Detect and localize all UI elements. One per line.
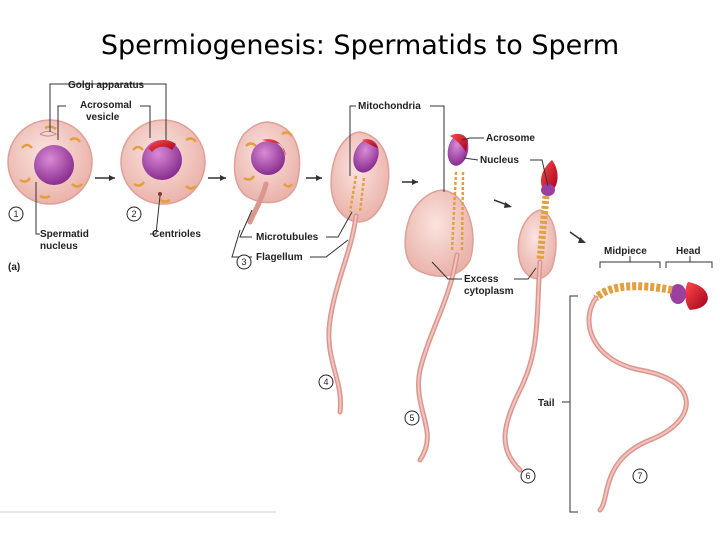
label-nucleus: Nucleus bbox=[480, 155, 519, 166]
stage-6-spermatid bbox=[502, 160, 558, 473]
stage-7-sperm bbox=[586, 282, 708, 513]
panel-label: (a) bbox=[8, 262, 20, 273]
excess-cytoplasm-leader bbox=[431, 261, 537, 280]
step-marker-6: 6 bbox=[520, 468, 536, 484]
arrow-3-4-head bbox=[316, 175, 322, 181]
stage-1-spermatid bbox=[7, 119, 93, 205]
stage-3-spermatid bbox=[233, 121, 301, 225]
page-title: Spermiogenesis: Spermatids to Sperm bbox=[100, 30, 620, 61]
label-acrosome: Acrosome bbox=[486, 133, 535, 144]
spermatid-nucleus-leader bbox=[35, 182, 40, 235]
centrioles-leader bbox=[150, 195, 161, 235]
step-number-2: 2 bbox=[131, 209, 136, 219]
golgi-leader bbox=[49, 83, 167, 140]
arrow-5-6-head bbox=[504, 202, 512, 208]
tail-bracket bbox=[562, 295, 578, 513]
nucleus-leader bbox=[463, 157, 549, 187]
arrow-4-5-head bbox=[412, 179, 418, 185]
step-number-6: 6 bbox=[525, 471, 530, 481]
stage-4-spermatid bbox=[326, 131, 390, 415]
label-acrosomal-1: Acrosomal bbox=[80, 100, 132, 111]
arrow-6-7-head bbox=[578, 237, 586, 243]
stage-5-spermatid bbox=[404, 133, 474, 463]
label-acrosomal-2: vesicle bbox=[86, 112, 120, 123]
label-golgi: Golgi apparatus bbox=[68, 80, 145, 91]
step-number-3: 3 bbox=[241, 257, 246, 267]
step-number-7: 7 bbox=[637, 471, 642, 481]
mitochondria-leader bbox=[349, 105, 445, 192]
label-spermatid-2: nucleus bbox=[40, 241, 78, 252]
step-marker-2: 2 bbox=[126, 206, 142, 222]
label-flagellum: Flagellum bbox=[256, 252, 303, 263]
step-number-5: 5 bbox=[409, 413, 414, 423]
label-tail: Tail bbox=[538, 398, 555, 409]
head-bracket bbox=[665, 256, 713, 268]
label-microtubules: Microtubules bbox=[256, 232, 319, 243]
stage-2-spermatid bbox=[120, 119, 206, 205]
label-excess-1: Excess bbox=[464, 274, 499, 285]
step-number-1: 1 bbox=[13, 209, 18, 219]
acrosomal-leader bbox=[57, 105, 151, 140]
step-marker-5: 5 bbox=[404, 410, 420, 426]
step-number-4: 4 bbox=[323, 377, 328, 387]
step-marker-1: 1 bbox=[8, 206, 24, 222]
label-head: Head bbox=[676, 246, 700, 257]
midpiece-bracket bbox=[599, 256, 661, 268]
label-mitochondria: Mitochondria bbox=[358, 101, 421, 112]
step-marker-7: 7 bbox=[632, 468, 648, 484]
microtubules-leader bbox=[239, 209, 353, 238]
label-midpiece: Midpiece bbox=[604, 246, 647, 257]
acrosome-leader bbox=[461, 137, 484, 141]
arrow-2-3-head bbox=[220, 175, 226, 181]
step-marker-4: 4 bbox=[318, 374, 334, 390]
label-centrioles: Centrioles bbox=[152, 229, 201, 240]
arrow-1-2-head bbox=[109, 175, 115, 181]
step-marker-3: 3 bbox=[236, 254, 252, 270]
label-excess-2: cytoplasm bbox=[464, 286, 514, 297]
label-spermatid-1: Spermatid bbox=[40, 229, 89, 240]
